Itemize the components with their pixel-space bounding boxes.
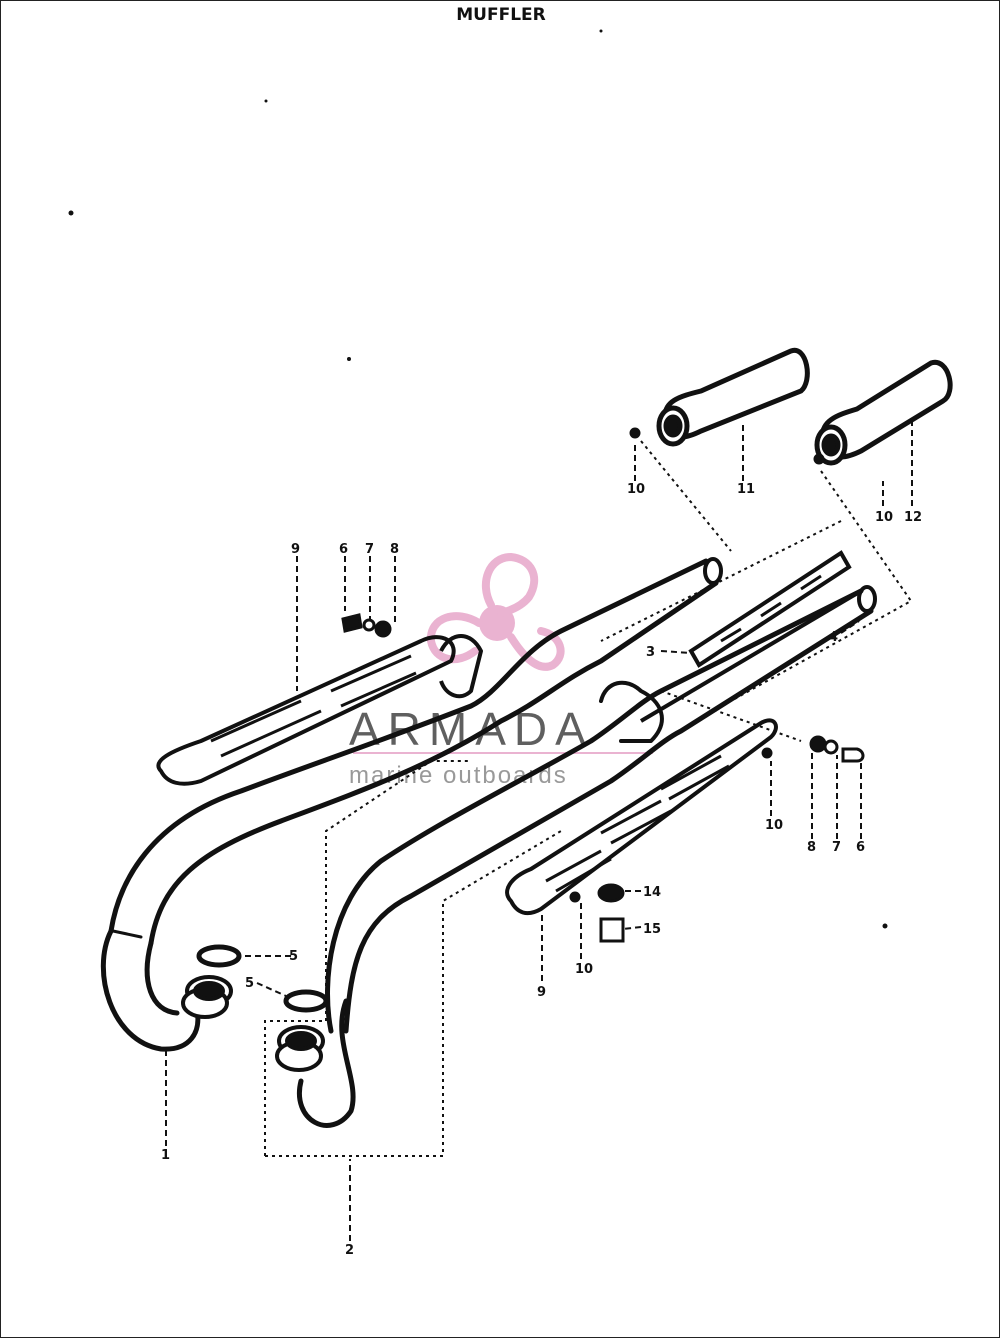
page-title: MUFFLER <box>456 5 546 25</box>
pipe-2-upper-edge <box>325 588 864 1034</box>
heat-shield-front <box>505 718 778 916</box>
callout-10-a: 10 <box>627 482 645 497</box>
callout-7-rear: 7 <box>365 542 374 557</box>
logo-blade-right <box>507 627 565 671</box>
silencer-11 <box>656 347 810 447</box>
pipe-1-flange <box>181 975 233 1019</box>
callout-11: 11 <box>737 482 755 497</box>
heat-shield-rear-bracket <box>439 634 483 699</box>
pipe-2-flange <box>275 1025 325 1072</box>
callout-10-d: 10 <box>575 962 593 977</box>
callout-10-b: 10 <box>875 510 893 525</box>
callout-15: 15 <box>643 922 661 937</box>
nut-8-front <box>809 735 827 753</box>
gasket-upper <box>196 944 242 968</box>
bolt-6-rear <box>341 613 363 633</box>
callout-14: 14 <box>643 885 661 900</box>
pipe-2-bracket <box>599 680 664 743</box>
callout-5-lower: 5 <box>245 976 254 991</box>
pipe-2-tail-end <box>857 585 877 613</box>
heat-shield-rear-outline <box>156 635 456 786</box>
inner-pipe-3 <box>688 550 852 668</box>
fasteners-front <box>569 427 865 943</box>
nut-8-rear <box>374 620 392 638</box>
watermark-tagline: marine outboards <box>349 762 568 789</box>
exhaust-pipe-2 <box>275 585 877 1128</box>
callout-4: 4 <box>829 630 838 645</box>
callout-10-c: 10 <box>765 818 783 833</box>
pipe-1-inner-edge <box>144 940 180 1016</box>
logo-blade-top <box>481 552 539 617</box>
watermark-brand: ARMADA <box>349 703 594 755</box>
callout-6-rear: 6 <box>339 542 348 557</box>
exhaust-pipe-1 <box>100 557 723 1052</box>
washer-7-rear <box>362 618 376 632</box>
logo-blade-left <box>427 612 483 664</box>
washer-7-front <box>823 739 839 755</box>
callouts: 1 2 3 4 5 5 6 7 8 9 6 7 8 9 10 10 10 10 … <box>161 482 922 1258</box>
leader-lines <box>165 421 913 1241</box>
pipe-1-tail-end <box>703 557 723 585</box>
bolt-6-front <box>841 747 865 763</box>
inner-pipe-4 <box>639 589 863 723</box>
watermark-logo <box>427 552 565 671</box>
nut-14 <box>597 883 625 903</box>
callout-2: 2 <box>345 1243 354 1258</box>
pipe-2-outer-edge <box>297 998 356 1128</box>
heat-shield-front-slots <box>545 754 730 893</box>
pipe-1-lower-edge <box>148 580 719 946</box>
assembly-guides <box>264 440 913 1157</box>
gaskets-5 <box>196 944 329 1013</box>
callout-7-front: 7 <box>832 840 841 855</box>
scan-specks <box>68 29 888 929</box>
pipe-1-upper-edge <box>108 558 709 934</box>
silencer-12 <box>814 359 953 466</box>
callout-12: 12 <box>904 510 922 525</box>
callout-8-front: 8 <box>807 840 816 855</box>
callout-5-upper: 5 <box>289 949 298 964</box>
pipe-1-outer-edge <box>100 928 201 1052</box>
screw-10-b <box>813 453 825 465</box>
callout-9-rear: 9 <box>291 542 300 557</box>
heat-shield-rear-slot-1 <box>210 654 417 758</box>
pipe-2-lower-edge <box>343 608 874 1034</box>
screw-10-c <box>761 747 773 759</box>
fasteners-rear <box>341 613 392 638</box>
callout-6-front: 6 <box>856 840 865 855</box>
pipe-1-weld-seam <box>111 929 143 939</box>
callout-3: 3 <box>646 645 655 660</box>
bolt-15 <box>599 917 625 943</box>
heat-shield-rear <box>156 634 483 786</box>
gasket-lower <box>283 989 329 1013</box>
screw-10-a <box>629 427 641 439</box>
screw-10-d <box>569 891 581 903</box>
callout-8-rear: 8 <box>390 542 399 557</box>
heat-shield-front-outline <box>505 718 778 916</box>
callout-1: 1 <box>161 1148 170 1163</box>
callout-9-front: 9 <box>537 985 546 1000</box>
